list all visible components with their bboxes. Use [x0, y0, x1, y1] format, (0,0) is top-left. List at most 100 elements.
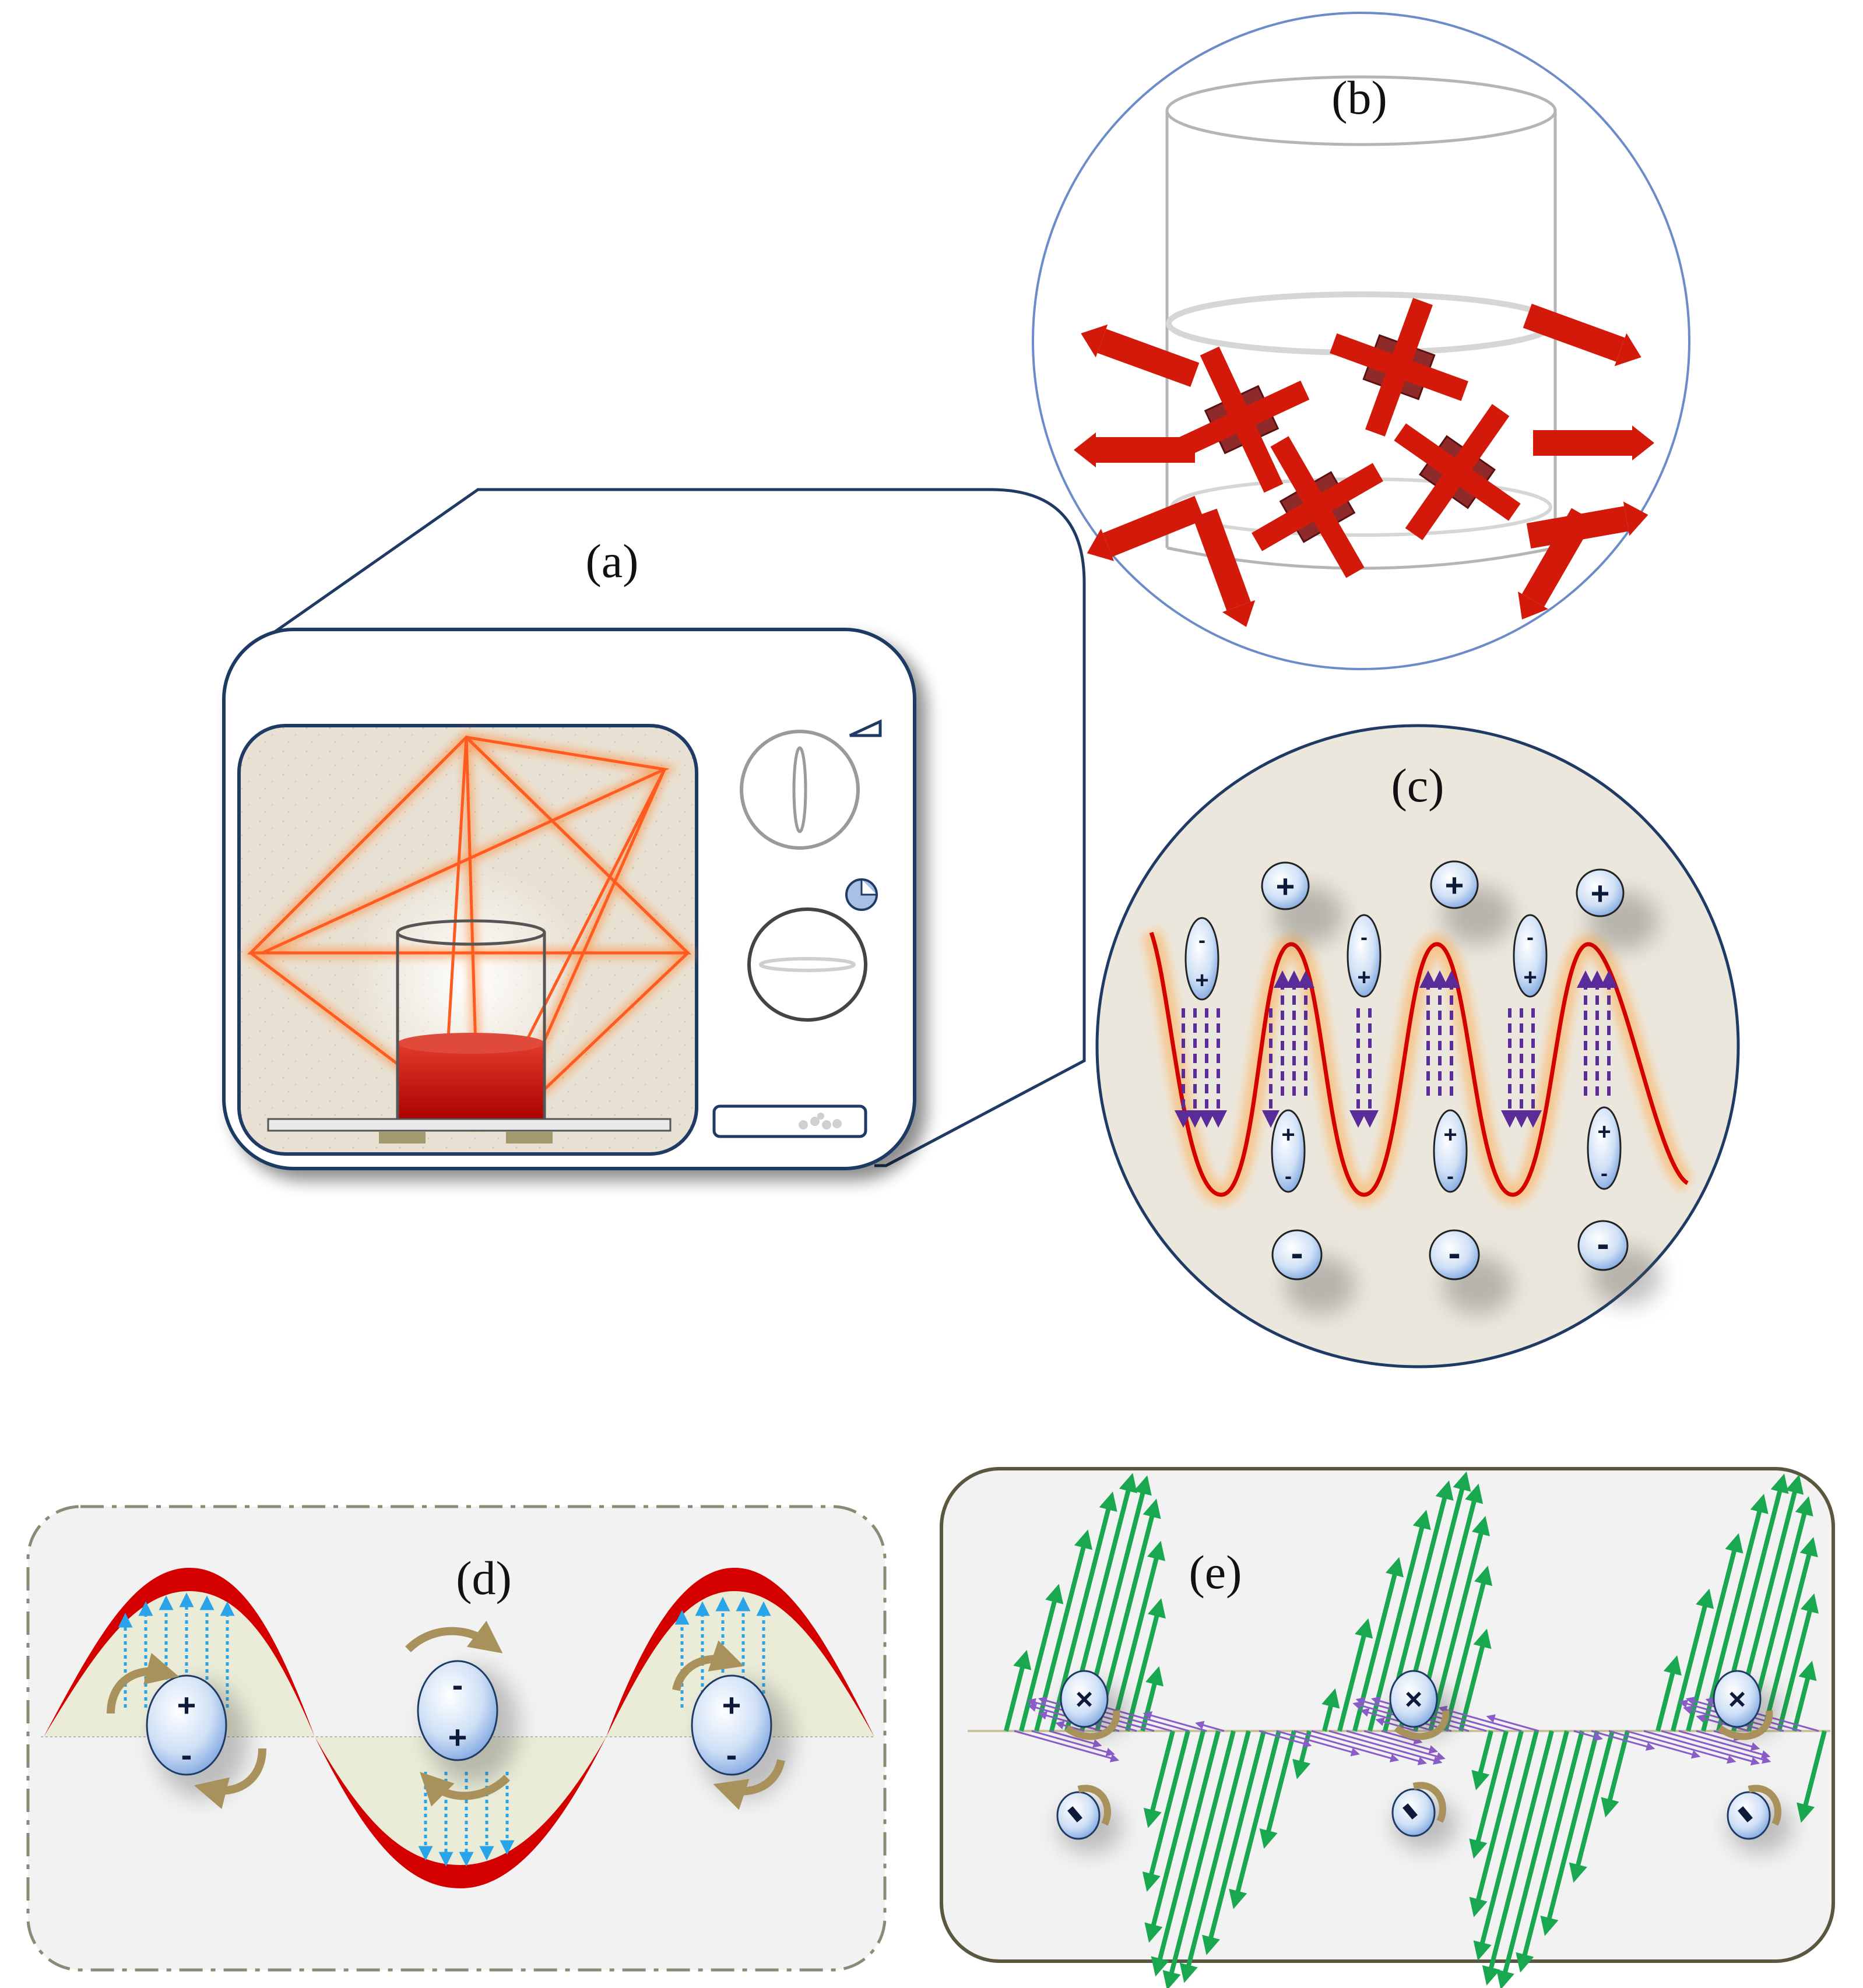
- e-field-arrow: [1516, 1730, 1584, 1973]
- minus-symbol: [1402, 1803, 1418, 1820]
- sine-wave-c-core: [1149, 931, 1689, 1197]
- e-field-arrow: [1686, 1533, 1744, 1732]
- b-field-arrow: [1363, 1730, 1438, 1754]
- dipole-pos-pole: +: [177, 1687, 196, 1723]
- dipole: [1347, 914, 1382, 998]
- dipole-neg-pole: -: [726, 1736, 737, 1773]
- b-field-arrow: [1608, 1730, 1701, 1759]
- e-field-arrow: [1473, 1730, 1539, 1961]
- e-field-arrow: [1540, 1730, 1600, 1936]
- dipole-pos-pole: +: [722, 1687, 741, 1723]
- dipole-e-minus-3: [1727, 1785, 1792, 1853]
- timer-knob: [747, 907, 867, 1022]
- dipole: [1587, 1106, 1622, 1190]
- b-field-arrow: [1195, 1720, 1225, 1732]
- dipole-pos-pole: +: [1195, 967, 1208, 993]
- ion-plus-sign: +: [1276, 868, 1295, 905]
- dipole: [1513, 914, 1548, 998]
- rotation-arrow-icon: [713, 1759, 785, 1810]
- dipoles-lower-c: + - + - + -: [1271, 1106, 1622, 1193]
- minus-symbol: [1067, 1806, 1082, 1822]
- dipole-e-cross-3: ×: [1713, 1670, 1781, 1740]
- e-field-arrow: [1142, 1730, 1190, 1892]
- e-field-arrow: [1229, 1730, 1281, 1909]
- b-field-arrow: [1014, 1730, 1120, 1762]
- foot-left: [379, 1132, 426, 1143]
- panel-c-dipoles: + + + - - - - + - +: [1095, 724, 1740, 1368]
- rotation-arrow-icon: [194, 1748, 266, 1809]
- dipole-neg-pole: -: [452, 1666, 463, 1703]
- rotation-arrow-icon: [1748, 1785, 1781, 1826]
- b-field-arrow: [1259, 1730, 1312, 1748]
- panel-a-label: (a): [585, 534, 638, 587]
- panel-b-molecules: (b): [1032, 12, 1690, 670]
- b-field-arrow: [1696, 1730, 1760, 1751]
- rotation-arrow-icon: [1394, 1710, 1450, 1740]
- dipole: [1184, 917, 1219, 1001]
- cross-symbol: ×: [1728, 1683, 1746, 1716]
- e-field-arrow: [1144, 1730, 1205, 1943]
- dipole-e-cross-1: ×: [1060, 1670, 1128, 1740]
- foot-right: [506, 1132, 553, 1143]
- panel-d-label: (d): [456, 1551, 512, 1605]
- e-field-arrow: [1292, 1730, 1312, 1779]
- dipole: [1433, 1109, 1468, 1193]
- b-field-arrow: [1276, 1730, 1360, 1757]
- ion-plus: [1430, 860, 1479, 909]
- panel-e-em-wave: × × ×: [940, 1467, 1835, 1988]
- e-field-arrow: [1797, 1730, 1827, 1823]
- dipole-neg-pole: -: [1601, 1161, 1608, 1185]
- molecule-3: [1252, 436, 1383, 578]
- e-field-arrow: [1202, 1730, 1266, 1955]
- e-field-arrow: [1368, 1510, 1431, 1732]
- molecule-4: [1394, 404, 1521, 540]
- b-field-arrow: [1591, 1730, 1655, 1751]
- e-field-arrow: [1671, 1588, 1714, 1732]
- field-arrows-c: [1175, 970, 1618, 1128]
- dipole-e-cross-2: ×: [1389, 1670, 1457, 1740]
- rotation-arrow-icon: [107, 1653, 180, 1714]
- b-field-arrow: [1049, 1730, 1102, 1748]
- rotation-arrow-icon: [405, 1620, 503, 1653]
- ion-minus-sign: -: [1291, 1232, 1303, 1274]
- panel-e-label: (e): [1189, 1546, 1242, 1599]
- lobe-fill-bottom: [315, 1737, 606, 1888]
- dipole-e-minus-2: [1391, 1782, 1457, 1850]
- molecule-1: [1173, 346, 1310, 493]
- b-field-arrow: [1486, 1714, 1539, 1732]
- dipole-d-left: + -: [107, 1653, 266, 1809]
- dipole-pos-pole: +: [1523, 965, 1537, 990]
- e-field-arrow: [1601, 1730, 1630, 1818]
- b-field-arrow: [1031, 1730, 1115, 1757]
- dipole-neg-pole: -: [1361, 925, 1368, 949]
- panel-d-rotation: + - - + + - (d): [26, 1505, 887, 1972]
- ion-minus: [1577, 1220, 1629, 1271]
- e-field-arrow: [1125, 1598, 1166, 1732]
- sine-wave-d: [44, 1568, 874, 1888]
- dipole-neg-pole: -: [1527, 925, 1534, 949]
- e-field-arrow: [1482, 1730, 1554, 1986]
- b-field-arrow: [1381, 1730, 1423, 1745]
- b-field-arrow: [1346, 1730, 1446, 1761]
- rotation-arrow-icon: [420, 1772, 510, 1807]
- dipoles-upper-c: - + - + - +: [1184, 914, 1548, 1001]
- b-field-arrow: [1328, 1730, 1443, 1765]
- b-field-arrow: [1643, 1730, 1760, 1766]
- rotation-arrow-icon: [1077, 1785, 1111, 1826]
- timer-icon: [845, 878, 878, 911]
- panel-a-microwave: (a): [222, 488, 1086, 1170]
- ion-plus: [1261, 861, 1310, 910]
- dipole-neg-pole: -: [1447, 1164, 1454, 1188]
- e-field-arrow: [1179, 1730, 1251, 1983]
- e-field-arrow: [1143, 1730, 1175, 1828]
- panel-c-label: (c): [1391, 759, 1444, 812]
- ion-plus: [1576, 868, 1625, 917]
- dipole-neg-pole: -: [1285, 1164, 1292, 1188]
- dipole: [1271, 1109, 1306, 1193]
- e-field-arrow: [1569, 1730, 1615, 1883]
- e-field-arrow: [1019, 1584, 1064, 1732]
- beaker: [396, 919, 546, 1131]
- e-field-arrow: [1701, 1493, 1769, 1732]
- molecule-2: [1330, 298, 1468, 437]
- dipole-e-minus-1: [1056, 1785, 1122, 1853]
